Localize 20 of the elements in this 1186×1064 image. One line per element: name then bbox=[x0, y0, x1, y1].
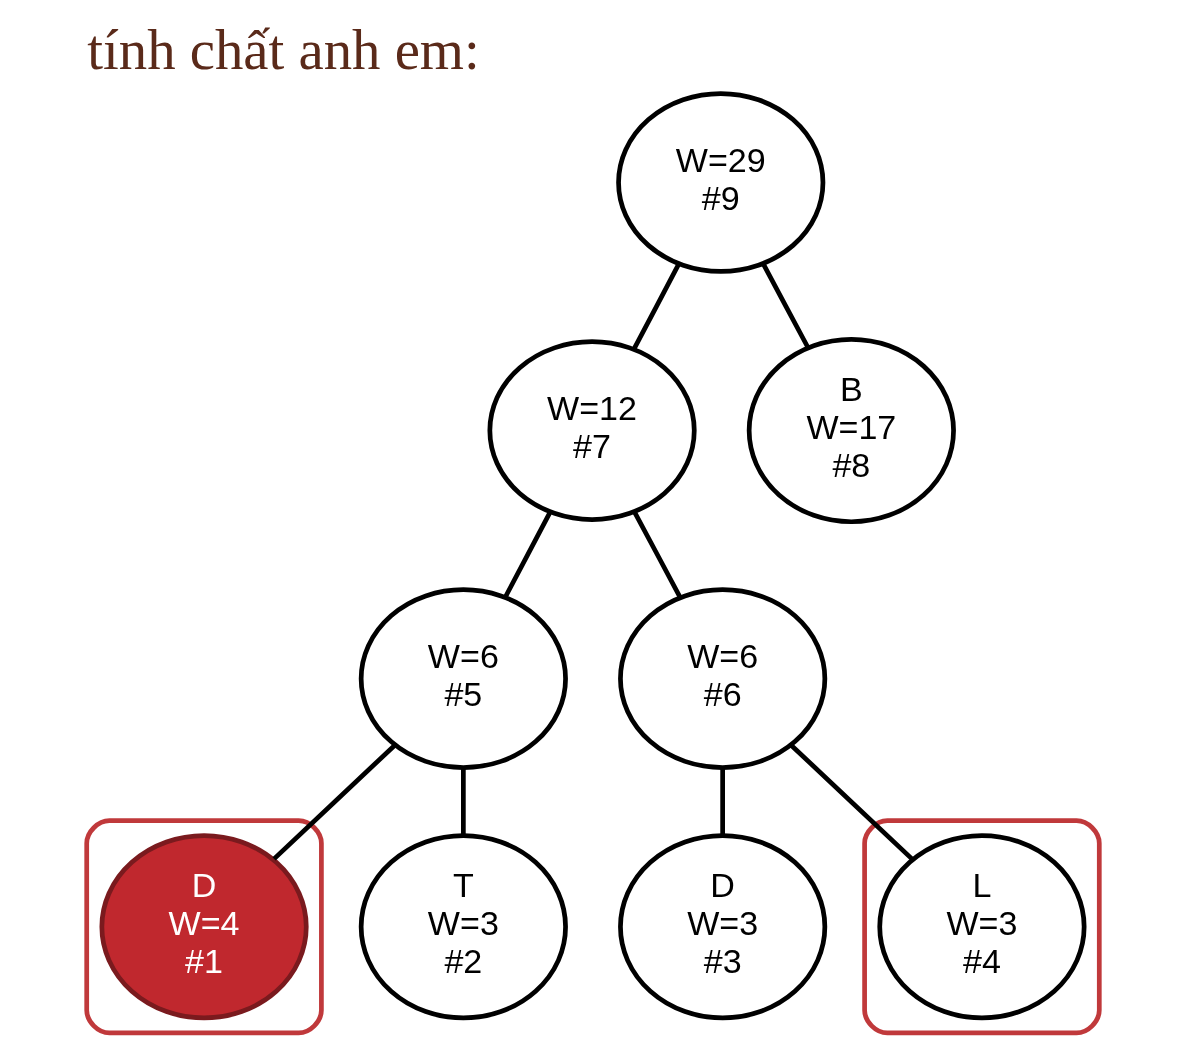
connector bbox=[632, 510, 683, 599]
connector bbox=[761, 262, 810, 349]
connector bbox=[272, 743, 397, 861]
node-ellipse: W=29 #9 bbox=[616, 91, 826, 274]
cluster bbox=[862, 818, 1102, 1036]
cluster bbox=[84, 818, 324, 1036]
connector bbox=[631, 262, 682, 351]
node-ellipse: W=12 #7 bbox=[487, 339, 697, 522]
node-ellipse: T W=3 #2 bbox=[358, 833, 568, 1021]
node-ellipse: D W=4 #1 bbox=[99, 833, 309, 1021]
node-ellipse: W=6 #6 bbox=[618, 587, 828, 770]
connector bbox=[720, 768, 725, 836]
connector bbox=[503, 510, 553, 599]
node-ellipse: W=6 #5 bbox=[358, 587, 568, 770]
node-ellipse: L W=3 #4 bbox=[877, 833, 1087, 1021]
node-ellipse: B W=17 #8 bbox=[746, 337, 956, 525]
node-ellipse: D W=3 #3 bbox=[618, 833, 828, 1021]
connector bbox=[789, 743, 914, 861]
diagram-title: tính chất anh em: bbox=[87, 17, 480, 81]
connector bbox=[461, 768, 466, 836]
